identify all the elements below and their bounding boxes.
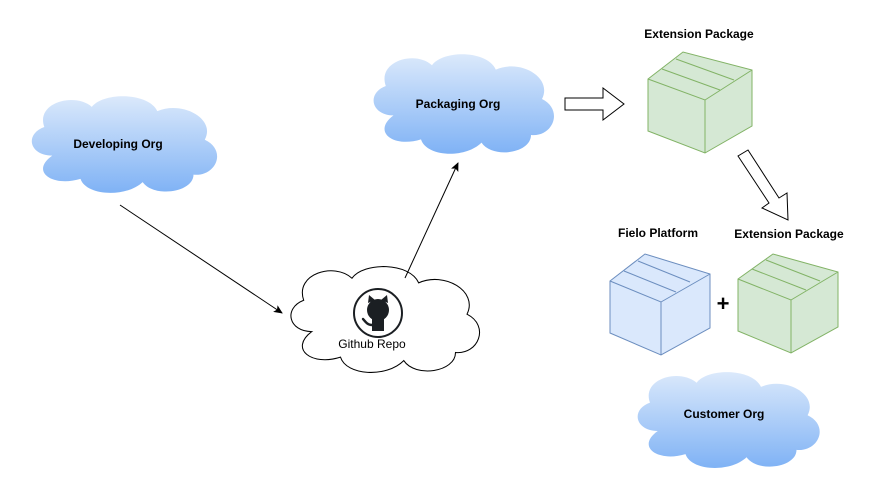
customer-org-label: Customer Org — [684, 407, 765, 421]
fielo-platform-box — [609, 253, 711, 356]
block-arrow-extension-down — [737, 149, 789, 221]
github-octocat-icon — [353, 288, 403, 338]
fielo-platform-title: Fielo Platform — [618, 226, 698, 240]
extension-package-bottom-title: Extension Package — [734, 227, 844, 241]
packaging-org-label: Packaging Org — [416, 97, 501, 111]
extension-package-top-box — [647, 51, 753, 154]
extension-package-bottom-box — [737, 253, 839, 354]
developing-org-label: Developing Org — [73, 137, 162, 151]
github-repo-label: Github Repo — [338, 337, 406, 351]
block-arrow-packaging-to-extension — [564, 86, 625, 122]
plus-sign: + — [717, 291, 730, 316]
extension-package-top-title: Extension Package — [644, 27, 754, 41]
edge-github-to-packaging — [404, 162, 459, 279]
edge-developing-to-github — [119, 204, 283, 314]
